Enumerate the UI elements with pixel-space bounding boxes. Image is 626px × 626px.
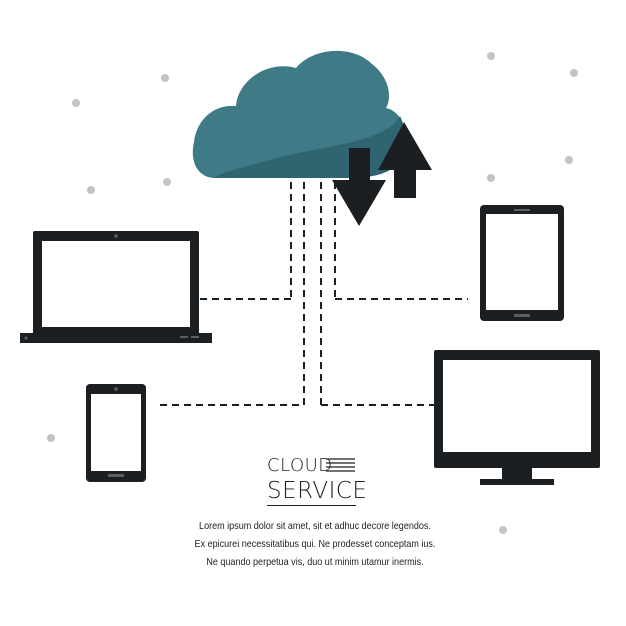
laptop-icon <box>20 231 212 343</box>
arrow-down-icon <box>332 148 386 226</box>
body-text-line: Ex epicurei necessitatibus qui. Ne prode… <box>194 538 436 550</box>
dot <box>47 434 55 442</box>
connection-lines <box>160 182 468 406</box>
monitor-icon <box>434 350 600 485</box>
body-text-line: Lorem ipsum dolor sit amet, sit et adhuc… <box>199 520 431 532</box>
dot <box>499 526 507 534</box>
cloud-icon <box>192 50 405 178</box>
dot <box>161 74 169 82</box>
dot <box>565 156 573 164</box>
title-service: SERVICE <box>267 478 368 504</box>
title-accent-lines <box>326 458 355 472</box>
decorative-dots <box>47 52 578 534</box>
dot <box>87 186 95 194</box>
title-cloud: CLOUD <box>267 455 333 476</box>
dot <box>72 99 80 107</box>
title-underline <box>267 505 356 506</box>
dot <box>487 174 495 182</box>
dot <box>163 178 171 186</box>
smartphone-icon <box>86 384 146 482</box>
dot <box>487 52 495 60</box>
body-text-line: Ne quando perpetua vis, duo ut minim uta… <box>206 556 424 568</box>
tablet-icon <box>480 205 564 321</box>
dot <box>570 69 578 77</box>
arrow-up-icon <box>378 122 432 198</box>
